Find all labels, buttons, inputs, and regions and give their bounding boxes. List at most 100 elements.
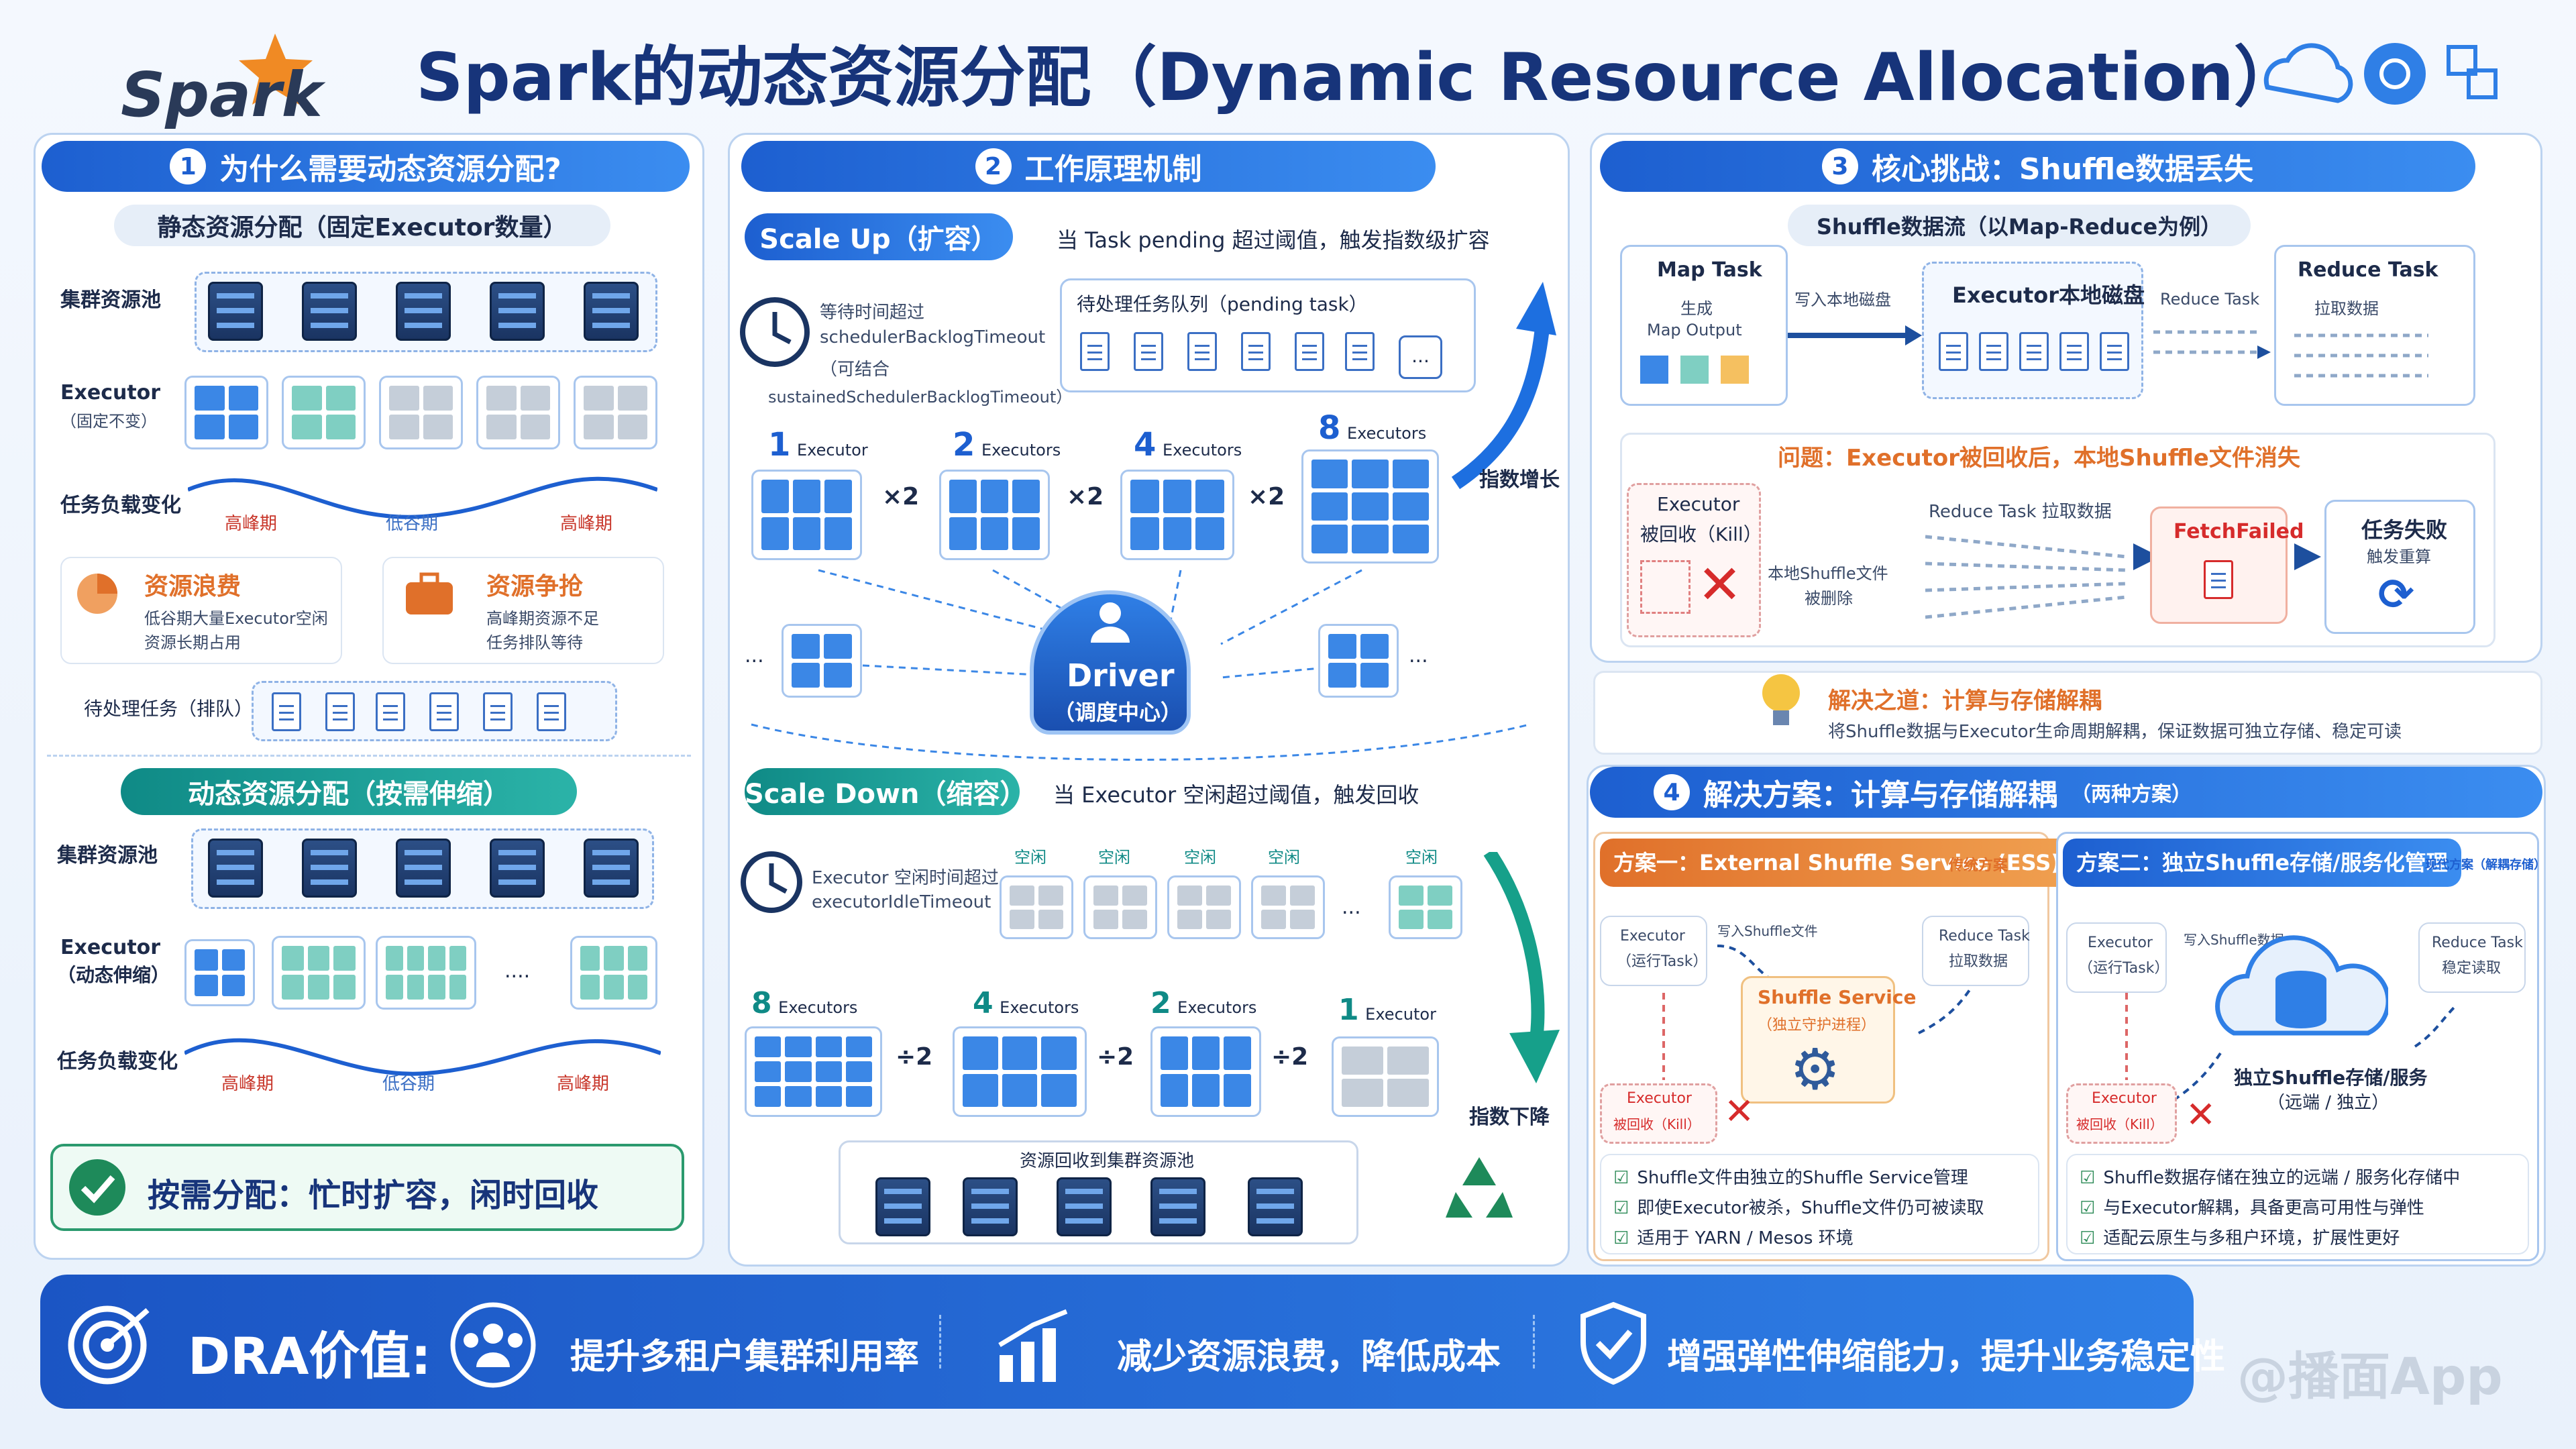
executor-box [184,939,255,1006]
b-reduce-box [2418,922,2526,993]
panel1-number: 1 [170,148,207,184]
task-doc-icon [1134,332,1163,371]
idle-line-1: Executor 空闲时间超过 [812,868,999,888]
task-doc-icon [376,692,405,731]
b-check-2: 与Executor解耦，具备更高可用性与弹性 [2080,1194,2424,1219]
killed-line-2: 被回收（Kill） [1640,523,1762,545]
valley-label: 低谷期 [386,514,439,534]
b-exec-line-1: Executor [2088,934,2153,951]
arrow-right-icon [2133,543,2160,570]
wait-line-4: sustainedSchedulerBacklogTimeout） [768,388,1073,407]
executor-fixed-label: （固定不变） [60,412,157,431]
b-exec-line-2: （运行Task） [2078,960,2169,977]
scale-down-pill: Scale Down（缩容） [745,768,1026,815]
waste-desc-2: 资源长期占用 [144,633,241,652]
growth-label: 指数增长 [1479,468,1560,492]
map-task-desc-1: 生成 [1680,299,1713,318]
red-x-icon: ✕ [1724,1090,1755,1132]
shuffle-service-line-2: （独立守护进程） [1758,1017,1876,1034]
killed-line-1: Executor [1657,493,1740,515]
footer-banner [40,1275,2194,1409]
briefcase-icon [406,572,453,614]
idle-tag: 空闲 [1014,848,1046,867]
cubes-icon [2447,45,2477,76]
count-4: 4 Executors [1134,426,1242,464]
spark-logo: Spark [121,20,335,131]
down-count-8: 8 Executors [751,986,858,1020]
peak-label: 高峰期 [557,1074,610,1094]
contend-desc-1: 高峰期资源不足 [486,609,599,628]
idle-executor [1000,875,1073,939]
idle-line-2: executorIdleTimeout [812,892,991,912]
a-killed-box [1600,1083,1717,1144]
server [208,282,263,341]
ellipsis: ... [1342,896,1361,919]
server [208,839,263,898]
cluster-pool-label: 集群资源池 [57,844,158,867]
executor-group-8 [745,1026,882,1117]
server [302,282,357,341]
shrink-arrow [1483,852,1560,1083]
task-doc-icon [1241,332,1271,371]
footer-divider [1533,1315,1535,1368]
user-icon [1091,602,1130,643]
executor-box [1318,624,1399,698]
executor-group-4 [953,1026,1087,1117]
option-a-tag: 传统方案 [1949,857,2008,874]
executor-box [272,936,366,1010]
b-kill-line-2: 被回收（Kill） [2076,1116,2163,1132]
a-reduce-line-2: 拉取数据 [1949,953,2008,970]
error-doc-icon [2204,560,2233,599]
scale-up-desc: 当 Task pending 超过阈值，触发指数级扩容 [1057,227,1490,253]
count-2: 2 Executors [953,426,1061,464]
server [1248,1177,1303,1236]
waste-title: 资源浪费 [144,573,241,600]
arrow-right-icon [1788,325,1922,345]
valley-label: 低谷期 [382,1074,435,1094]
cloud-icon [2263,43,2353,103]
shuffle-file-icon [2059,332,2089,371]
idle-tag: 空闲 [1098,848,1130,867]
a-kill-line-2: 被回收（Kill） [1613,1116,1701,1132]
divide-2: ÷2 [1271,1043,1309,1071]
bar-growth-icon [998,1309,1068,1382]
spark-star-icon [239,34,313,105]
kubernetes-icon [2364,43,2426,105]
executor-box [570,936,657,1010]
task-doc-icon [325,692,355,731]
b-killed-box [2066,1083,2177,1144]
count-8: 8 Executors [1318,409,1427,447]
executor-box [282,376,366,449]
divide-2: ÷2 [896,1043,933,1071]
divide-2: ÷2 [1097,1043,1134,1071]
executor-group-1 [751,470,862,560]
reduce-task-title: Reduce Task [2298,258,2438,282]
option-b-tag: 现代方案（解耦存储） [2425,858,2546,872]
pending-tasks-label: 待处理任务（排队） [84,698,254,720]
empty-slot [1640,560,1690,614]
clock-icon [740,297,810,367]
cluster-pool-label: 集群资源池 [60,288,161,312]
dynamic-allocation-pill: 动态资源分配（按需伸缩） [121,768,577,815]
shuffle-flow-pill: Shuffle数据流（以Map-Reduce为例） [1788,205,2251,246]
shuffle-file-icon [1939,332,1968,371]
server [963,1177,1018,1236]
executor-group-2 [1150,1026,1261,1117]
reduce-task-card [2274,245,2475,406]
down-count-1: 1 Executor [1338,993,1436,1027]
solution-desc: 将Shuffle数据与Executor生命周期解耦，保证数据可独立存储、稳定可读 [1828,722,2402,742]
users-icon [450,1302,536,1388]
option-b-title: 方案二：独立Shuffle存储/服务化管理 [2063,839,2461,887]
arrow-right-icon [2294,543,2321,570]
solution-banner [1593,671,2542,755]
load-wave [184,1038,661,1076]
header-icons [2254,27,2509,107]
panel4-title: 解决方案：计算与存储解耦 [1703,778,2057,812]
a-exec-line-1: Executor [1620,928,1685,945]
b-store-line-2: （远端 / 独立） [2267,1093,2390,1113]
spark-logo-text: Spark [121,59,323,131]
count-1: 1 Executor [768,426,868,464]
